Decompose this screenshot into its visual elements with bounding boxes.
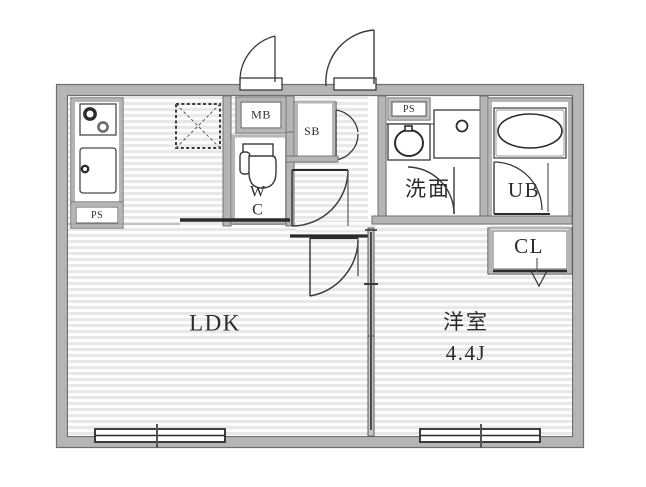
washroom: 洗面 [385,109,485,223]
pipe-shaft-washroom-label: PS [403,104,415,115]
ldk-balcony-window[interactable] [94,424,226,448]
ldk-label: LDK [189,310,241,335]
kitchen-sink [79,147,117,194]
bedroom-partition[interactable] [364,227,378,437]
unit-bath: UB [487,97,573,223]
interior-walls [222,95,573,227]
pipe-shaft-washroom: PS [387,97,431,121]
unit-bath-label: UB [508,178,540,202]
entrance-inner-door[interactable] [335,109,359,161]
toilet-fixture [239,143,277,189]
shoe-box: SB [293,100,337,163]
closet: CL [487,226,573,288]
kitchen-counter [70,97,124,207]
stove-top [79,103,117,136]
bedroom-label: 洋室 [443,310,489,334]
washroom-door[interactable] [407,166,455,215]
toilet-label-line1: W [250,184,266,201]
bedroom-window[interactable] [419,424,541,448]
bathtub [493,107,567,159]
wash-basin [387,123,431,161]
mail-box-label: MB [251,107,271,121]
overhead-storage-icon [175,103,221,149]
ldk-counter-edge [68,218,372,238]
toilet-room: W C [230,134,290,225]
washroom-label: 洗面 [405,177,451,201]
bedroom-size-label: 4.4J [446,341,486,365]
shoe-box-label: SB [304,124,320,138]
pipe-shaft-kitchen-label: PS [91,210,103,221]
washer-space [433,109,483,159]
mailbox-door[interactable] [239,35,283,91]
toilet-door[interactable] [291,169,349,227]
toilet-label-line2: C [252,202,264,219]
entrance-door[interactable] [325,29,377,91]
closet-label: CL [514,234,544,258]
unit-bath-door[interactable] [493,161,550,215]
mail-box: MB [235,96,287,134]
ldk-hall-door[interactable] [309,236,359,297]
closet-folding-door[interactable] [493,258,567,288]
